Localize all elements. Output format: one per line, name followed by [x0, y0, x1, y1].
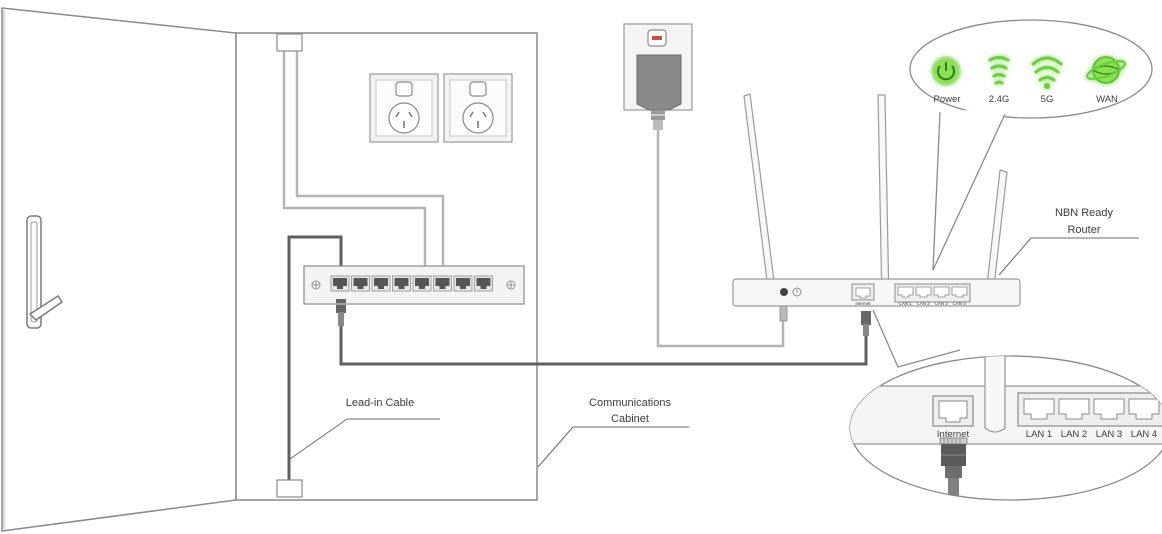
- cabinet-label-line2: Cabinet: [611, 413, 649, 425]
- zoom-lan-label: LAN 4: [1131, 429, 1157, 440]
- router-lan-label: LAN 2: [917, 301, 930, 306]
- globe-icon: [1085, 56, 1127, 84]
- indicator-power: Power: [931, 56, 961, 105]
- cabinet-label-line1: Communications: [589, 397, 671, 409]
- zoom-lan-ports: LAN 1 LAN 2 LAN 3 LAN 4: [1017, 392, 1162, 440]
- router-label-line2: Router: [1067, 224, 1100, 236]
- zoom-lan-port: LAN 1: [1023, 398, 1055, 440]
- light-cables: [282, 50, 445, 272]
- router-lan-label: LAN 3: [935, 301, 948, 306]
- wifi-icon: [1031, 56, 1063, 89]
- power-adapter: [623, 23, 788, 348]
- door-handle-icon: [26, 215, 64, 329]
- port-zoom-callout: Internet LAN 1 LAN 2 LAN 3 LAN 4: [849, 309, 1162, 501]
- router-label-line1: NBN Ready: [1055, 207, 1114, 219]
- indicator-label: 5G: [1041, 94, 1054, 105]
- cable-grommet-bottom: [276, 479, 303, 498]
- network-switch: [303, 265, 525, 305]
- dc-power-jack-icon: [780, 288, 788, 296]
- zoom-internet-port: Internet: [932, 395, 974, 440]
- switch-port: [330, 275, 350, 292]
- switch-port: [371, 275, 391, 292]
- switch-port: [351, 275, 370, 292]
- zoom-lan-label: LAN 1: [1026, 429, 1052, 440]
- router-internet-port: Internet: [851, 283, 875, 306]
- rj45-plug-icon: [939, 437, 968, 498]
- router-lan-port: LAN 1: [897, 286, 914, 306]
- power-outlet-1: [369, 73, 439, 143]
- ethernet-cable-to-router: [336, 299, 871, 366]
- router-lan-label: LAN 4: [953, 301, 966, 306]
- router-lan-ports: LAN 1 LAN 2 LAN 3 LAN 4: [894, 283, 971, 306]
- rj45-plug-icon: [336, 299, 346, 313]
- switch-port: [392, 275, 411, 292]
- switch-port: [433, 275, 452, 292]
- zoom-lan-port: LAN 4: [1128, 398, 1160, 440]
- rj45-plug-icon: [861, 311, 871, 325]
- cabinet-label: Communications Cabinet: [537, 397, 689, 468]
- wifi-icon: [988, 56, 1010, 85]
- cabinet-door: [1, 7, 237, 532]
- indicator-label: WAN: [1096, 94, 1118, 105]
- zoom-lan-label: LAN 2: [1061, 429, 1087, 440]
- indicator-label: 2.4G: [989, 94, 1010, 105]
- switch-port: [453, 275, 473, 292]
- router: Internet LAN 1 LAN 2 LAN 3 LAN 4: [732, 93, 1021, 307]
- lead-in-cable-label: Lead-in Cable: [289, 397, 440, 460]
- zoom-internet-label: Internet: [937, 429, 970, 440]
- zoom-lan-port: LAN 3: [1093, 398, 1125, 440]
- router-label: NBN Ready Router: [998, 207, 1139, 276]
- lead-in-cable-line: [287, 235, 343, 482]
- led-callout: [909, 19, 1153, 271]
- zoom-lan-port: LAN 2: [1058, 398, 1090, 440]
- zoom-lan-label: LAN 3: [1096, 429, 1122, 440]
- router-lan-port: LAN 4: [951, 286, 968, 306]
- indicator-wan: WAN: [1085, 56, 1127, 105]
- power-icon: [931, 56, 961, 86]
- router-lan-port: LAN 2: [915, 286, 932, 306]
- power-outlet-2: [443, 73, 513, 143]
- router-lan-port: LAN 3: [933, 286, 950, 306]
- lead-in-cable-text: Lead-in Cable: [346, 397, 415, 409]
- indicator-24g: 2.4G: [988, 56, 1010, 105]
- router-lan-label: LAN 1: [899, 301, 912, 306]
- router-internet-label: Internet: [855, 301, 871, 306]
- indicator-label: Power: [934, 94, 961, 105]
- indicator-5g: 5G: [1031, 56, 1063, 105]
- switch-port: [412, 275, 432, 292]
- switch-port: [474, 275, 493, 292]
- switch-ports: [330, 275, 493, 292]
- cable-grommet-top: [276, 33, 303, 52]
